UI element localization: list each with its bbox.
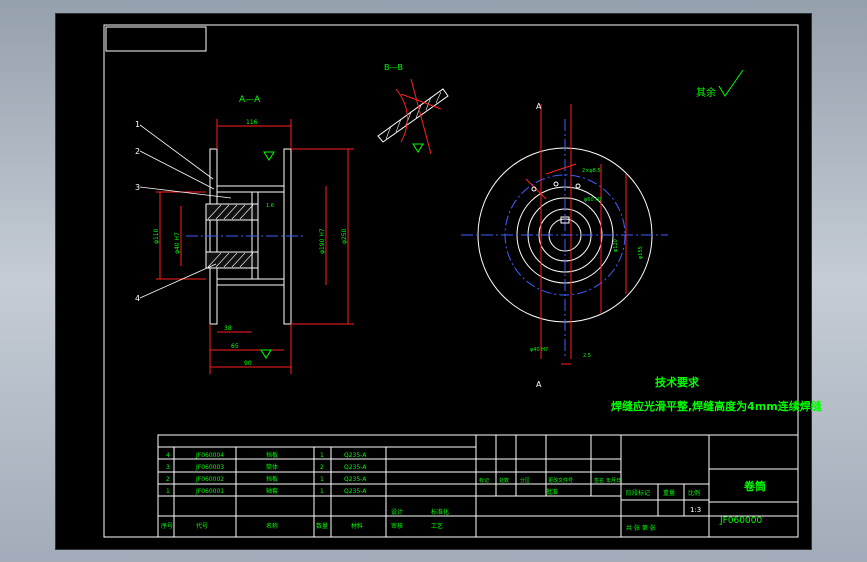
dim-side-1: 1.6: [266, 203, 274, 209]
tech-req-title: 技术要求: [655, 375, 700, 389]
rev-doc: 更改文件号: [548, 477, 573, 484]
svg-text:2: 2: [320, 464, 324, 471]
header-code: 代号: [196, 522, 208, 530]
bom-row: 3 JF060003 筒体 2 Q235-A: [166, 463, 367, 471]
svg-text:JF060003: JF060003: [195, 464, 224, 471]
header-mat: 材料: [351, 522, 363, 530]
scale-value: 1:3: [690, 506, 701, 514]
part-name: 卷筒: [743, 479, 766, 493]
bom-row: 2 JF060002 挡板 1 Q235-A: [166, 475, 367, 483]
rev-sign: 签名: [594, 477, 604, 484]
dim-hole-note: 2×φ8.5: [582, 168, 601, 174]
rev-mark: 标记: [479, 477, 489, 484]
leader-label-1: 1: [135, 120, 140, 129]
svg-text:Q235-A: Q235-A: [344, 464, 367, 471]
svg-text:3: 3: [166, 464, 170, 471]
svg-text:Q235-A: Q235-A: [344, 476, 367, 483]
dim-side-2: 2.5: [583, 353, 591, 359]
svg-text:轴套: 轴套: [266, 487, 278, 495]
sheets-label: 共 张 第 张: [626, 524, 656, 532]
svg-text:JF060004: JF060004: [195, 452, 224, 459]
dim-inner-note: φ60 H7: [584, 197, 602, 203]
svg-text:Q235-A: Q235-A: [344, 452, 367, 459]
title-block: [157, 434, 799, 538]
rev-count: 处数: [499, 477, 509, 484]
svg-text:4: 4: [166, 452, 170, 459]
svg-text:1: 1: [166, 488, 170, 495]
dim-right-note-2: φ155: [638, 246, 644, 259]
bom-row: 1 JF060001 轴套 1 Q235-A: [166, 487, 367, 495]
svg-text:JF060002: JF060002: [195, 476, 224, 483]
header-name: 名称: [266, 522, 278, 530]
leader-label-2: 2: [135, 147, 140, 156]
drawing-number: JF060000: [719, 516, 762, 526]
roughness-note: 其余: [696, 86, 716, 99]
bom-row: 4 JF060004 挡板 1 Q235-A: [166, 451, 367, 459]
cut-a-bottom: A: [536, 380, 542, 389]
hatch-marks: [207, 204, 254, 268]
rev-zone: 分区: [520, 477, 530, 484]
svg-text:挡板: 挡板: [266, 475, 278, 483]
dims-right: [525, 104, 627, 365]
roughness-check-icon: [718, 69, 744, 97]
hole-markers: [531, 181, 581, 192]
front-view-circle: [461, 119, 668, 359]
dims-left: [156, 119, 354, 374]
rev-date: 年月日: [606, 477, 621, 484]
sign-design: 设计: [391, 508, 403, 516]
svg-text:挡板: 挡板: [266, 451, 278, 459]
header-qty: 数量: [316, 522, 328, 530]
sign-standard: 标准化: [431, 508, 449, 516]
dim-bottom-3: 90: [244, 360, 252, 367]
cad-drawing: 1 2 3 4 A—A 116 38 65 90 φ110 φ40 H7 φ19…: [103, 24, 822, 538]
sign-approve: 批准: [546, 488, 558, 496]
header-no: 序号: [161, 522, 173, 530]
section-b-label: B—B: [384, 63, 403, 72]
svg-text:1: 1: [320, 488, 324, 495]
dim-dia-inner-left: φ40 H7: [174, 232, 181, 254]
leader-label-4: 4: [135, 294, 140, 303]
dim-bottom-2: 65: [231, 343, 239, 350]
roughness-symbols: [260, 151, 275, 359]
weight-label: 重量: [663, 489, 675, 497]
dim-dia-mid-right: φ190 H7: [319, 228, 326, 254]
inner-frame: [103, 24, 799, 538]
svg-text:1: 1: [320, 476, 324, 483]
svg-text:JF060001: JF060001: [195, 488, 224, 495]
dim-right-note-1: φ120: [613, 239, 619, 252]
leader-label-3: 3: [135, 183, 140, 192]
svg-text:Q235-A: Q235-A: [344, 488, 367, 495]
tech-req-text: 焊缝应光滑平整,焊缝高度为4mm连续焊缝: [611, 399, 822, 413]
stage-mark: 阶段标记: [626, 489, 650, 497]
detail-view-bb: B—B: [377, 63, 449, 155]
leader-lines: [139, 124, 232, 299]
ratio-label: 比例: [688, 489, 700, 497]
dim-dia-right: φ250: [341, 228, 348, 244]
svg-text:2: 2: [166, 476, 170, 483]
dim-top-width: 116: [246, 119, 258, 126]
corner-box: [105, 26, 207, 52]
svg-text:筒体: 筒体: [266, 463, 278, 471]
svg-text:1: 1: [320, 452, 324, 459]
section-a-label: A—A: [239, 95, 261, 105]
cut-a-top: A: [536, 102, 542, 111]
sign-review: 审核: [391, 522, 403, 530]
bom-table: 4 JF060004 挡板 1 Q235-A 3 JF060003 筒体 2 Q…: [166, 451, 367, 495]
dim-bottom-1: 38: [224, 325, 232, 332]
dim-dia-left: φ110: [153, 228, 160, 244]
drawing-sheet: 1 2 3 4 A—A 116 38 65 90 φ110 φ40 H7 φ19…: [56, 14, 822, 549]
dim-bottom-note: φ40 H7: [530, 347, 548, 353]
sign-process: 工艺: [431, 522, 443, 530]
